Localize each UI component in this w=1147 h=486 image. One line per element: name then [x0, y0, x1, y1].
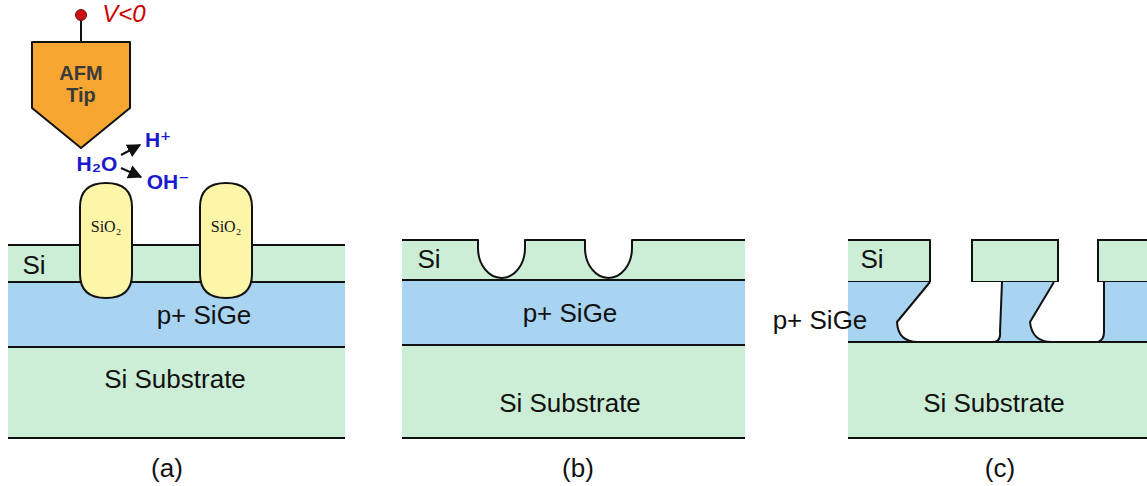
dissociation-arrow: [121, 145, 140, 155]
layer-label: p+ SiGe: [523, 298, 618, 329]
sige-layer: p+ SiGe: [402, 280, 745, 345]
oxide-pillar: SiO₂: [200, 183, 252, 298]
si-block: [1098, 240, 1147, 282]
si-block: [972, 240, 1058, 282]
dissociation-arrow: [121, 168, 141, 177]
afm-tip: AFM Tip: [32, 42, 130, 148]
si-layer: Si: [402, 240, 745, 280]
sige-layer: p+ SiGe: [8, 282, 345, 347]
si-substrate: Si Substrate: [8, 347, 345, 438]
layer-label: Si Substrate: [499, 388, 641, 419]
layer-label: p+ SiGe: [773, 305, 868, 336]
panel-label: (b): [562, 453, 594, 484]
si-substrate: Si Substrate: [848, 342, 1147, 438]
layer-label: Si Substrate: [923, 388, 1065, 419]
sige-layer-outline: [848, 282, 1147, 342]
sige-layer: p+ SiGe: [848, 282, 1147, 342]
layer-label: SiO₂: [91, 218, 121, 236]
layer-label: Si: [22, 250, 45, 281]
molecule-label: H₂O: [77, 152, 118, 176]
ion-label: OH⁻: [147, 170, 190, 194]
si-block: Si: [848, 240, 930, 282]
layer-label: AFM Tip: [46, 62, 116, 106]
oxide-pillar-outline: [80, 183, 132, 298]
oxide-pillar-outline: [200, 183, 252, 298]
oxide-pillar: SiO₂: [80, 183, 132, 298]
panel-label: (a): [151, 453, 183, 484]
si-layer-outline: [8, 245, 345, 282]
layer-label: Si Substrate: [104, 364, 246, 395]
panel-label: (c): [985, 453, 1015, 484]
layer-label: p+ SiGe: [157, 300, 252, 331]
tip-wire: [80, 18, 82, 42]
ion-label: H⁺: [145, 128, 171, 152]
si-layer-outline: [402, 240, 745, 280]
si-block-outline: [848, 240, 930, 282]
si-substrate: Si Substrate: [402, 345, 745, 438]
voltage-terminal: [76, 10, 87, 21]
voltage-label: V<0: [102, 0, 145, 28]
layer-label: SiO₂: [211, 218, 241, 236]
layer-label: Si: [417, 244, 440, 275]
si-layer: Si: [8, 245, 345, 282]
layer-label: Si: [860, 244, 883, 275]
